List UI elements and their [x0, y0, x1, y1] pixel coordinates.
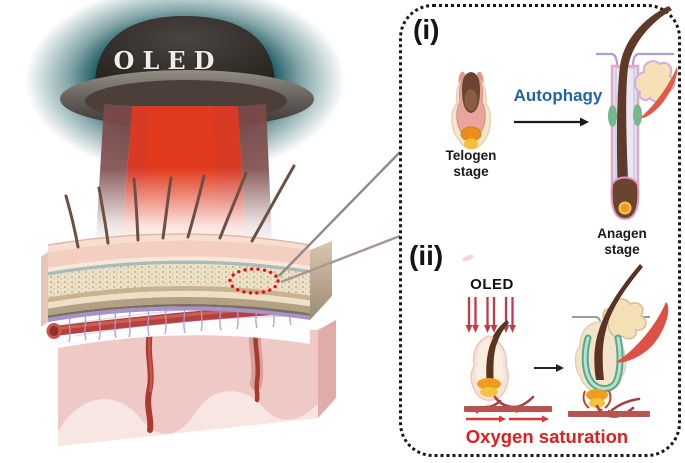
magnifier-lines	[278, 151, 401, 284]
inset-panel	[399, 4, 681, 457]
vessel-opening	[46, 323, 62, 339]
paint-smudge	[462, 254, 474, 262]
section-i-label: (i)	[413, 14, 440, 45]
transition-arrow-ii	[534, 364, 564, 372]
arrector-pili-muscle	[616, 302, 669, 363]
oxygen-saturation-label: Oxygen saturation	[465, 426, 629, 447]
vessel-bar	[568, 411, 650, 417]
autophagy-label: Autophagy	[513, 86, 603, 105]
bulge	[633, 104, 642, 126]
panel-oled-label: OLED	[470, 276, 514, 293]
sebaceous-gland	[634, 60, 676, 103]
process-arrow-i	[514, 117, 589, 127]
bulge	[608, 105, 617, 127]
oled-irradiation-arrows	[465, 297, 516, 333]
hair-strands	[64, 164, 296, 249]
telogen-stage-caption: Telogen stage	[445, 148, 497, 179]
dermal-papilla	[618, 201, 632, 215]
irradiated-telogen-follicle	[464, 320, 552, 423]
skin-block	[41, 164, 336, 446]
anagen-follicle-illustration	[596, 6, 678, 221]
light-beam	[88, 104, 282, 250]
telogen-follicle-illustration	[451, 71, 492, 150]
flow-arrows	[466, 415, 549, 423]
oled-device-label: OLED	[113, 46, 223, 75]
section-ii-label: (ii)	[409, 240, 444, 271]
skin-layers	[41, 233, 332, 327]
oxygenated-anagen-follicle	[568, 264, 669, 418]
anagen-stage-caption: Anagen stage	[597, 226, 647, 257]
vessel-bar	[464, 406, 552, 412]
vessel-branch	[253, 319, 260, 403]
follicle-region-marker	[228, 267, 280, 295]
